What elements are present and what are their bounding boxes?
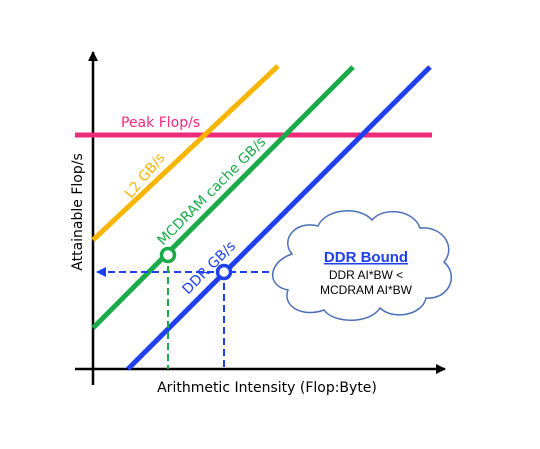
- ddr-bandwidth-line: [126, 65, 432, 371]
- cloud-title: DDR Bound: [324, 249, 408, 266]
- cloud-line-1: DDR AI*BW <: [329, 268, 403, 282]
- mcdram-bandwidth-label: MCDRAM cache GB/s: [155, 134, 270, 249]
- cloud-line-2: MCDRAM AI*BW: [320, 283, 413, 297]
- mcdram-point: [159, 246, 177, 264]
- y-axis-label: Attainable Flop/s: [70, 153, 86, 270]
- peak-flops-label: Peak Flop/s: [121, 115, 200, 131]
- x-axis-label: Arithmetic Intensity (Flop:Byte): [157, 380, 377, 396]
- l2-bandwidth-line: [91, 64, 280, 242]
- ddr-bound-cloud: [271, 210, 453, 321]
- ddr-point: [215, 263, 233, 281]
- mcdram-bandwidth-line: [91, 65, 355, 330]
